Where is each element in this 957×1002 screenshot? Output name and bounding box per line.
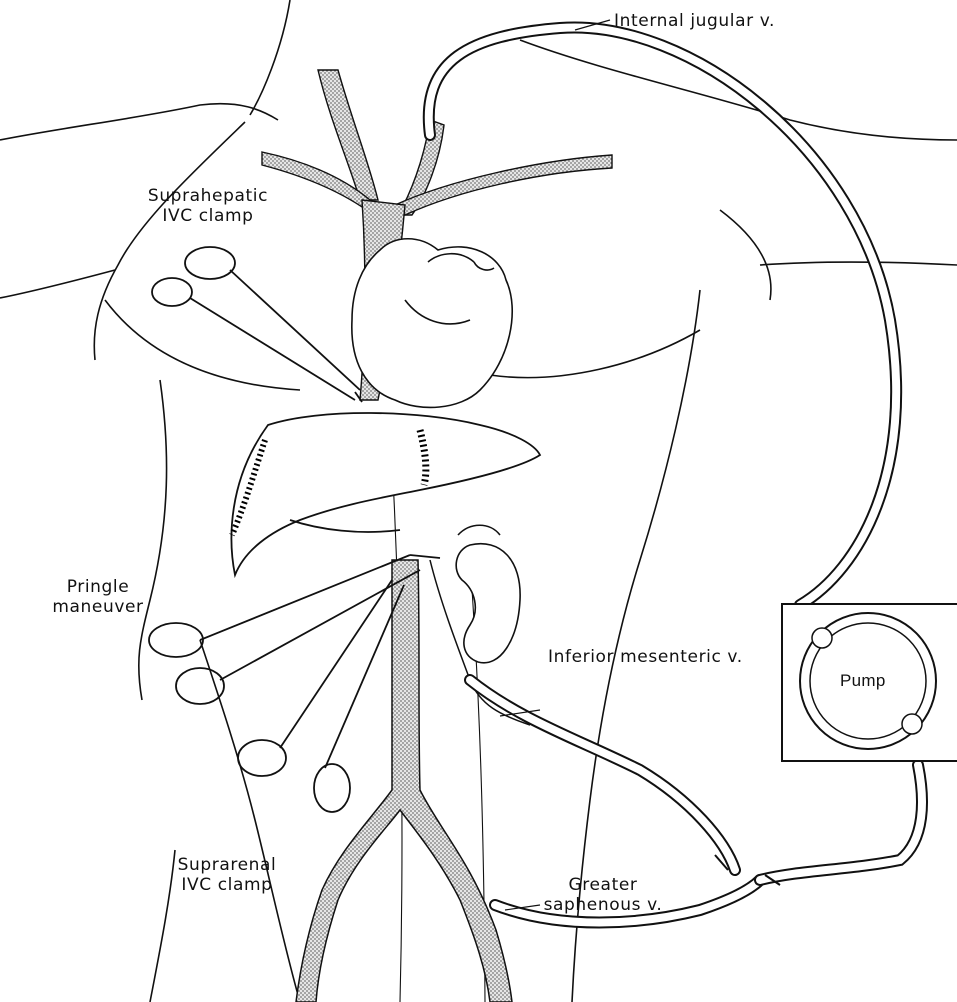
internal-jugular-label: Internal jugular v. [614,11,775,31]
saphenous-label-line1: Greater [536,875,670,895]
suprahepatic-clamp-label: Suprahepatic IVC clamp [134,186,282,226]
suprarenal-clamp-label: Suprarenal IVC clamp [160,855,294,895]
heart [352,239,512,408]
suprarenal-label-line2: IVC clamp [160,875,294,895]
pump-roller-bottom [902,714,922,734]
right-kidney [456,525,520,663]
suprarenal-label-line1: Suprarenal [160,855,294,875]
pringle-label-line2: maneuver [42,597,154,617]
suprahepatic-label-line1: Suprahepatic [134,186,282,206]
saphenous-label-line2: saphenous v. [536,895,670,915]
pump-label: Pump [840,671,886,691]
suprahepatic-clamp [152,247,362,402]
suprahepatic-label-line2: IVC clamp [134,206,282,226]
greater-saphenous-label: Greater saphenous v. [536,875,670,915]
pump-roller-top [812,628,832,648]
inferior-mesenteric-label: Inferior mesenteric v. [548,647,743,667]
pringle-label-line1: Pringle [42,577,154,597]
pringle-maneuver-label: Pringle maneuver [42,577,154,617]
